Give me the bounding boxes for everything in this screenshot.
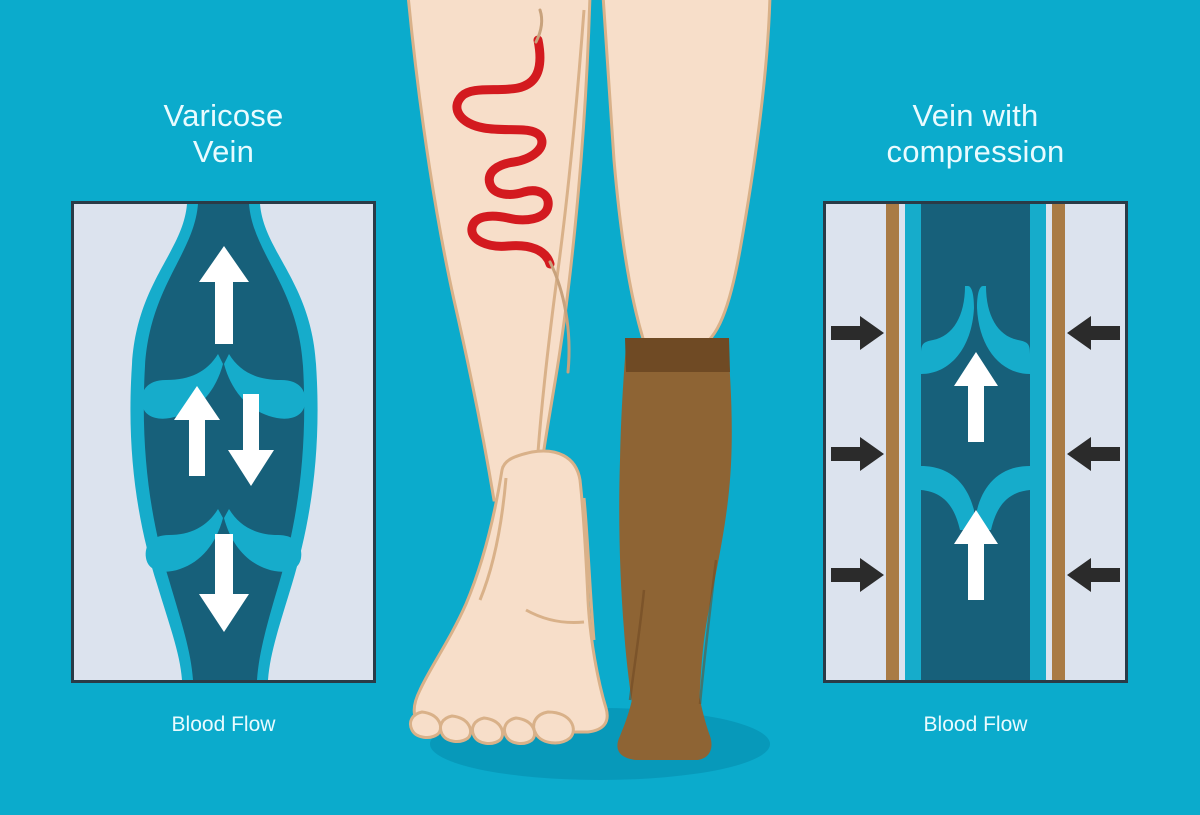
stocking-top-band bbox=[625, 338, 730, 372]
stocking-contour-line bbox=[628, 589, 646, 701]
valve-cusp-upper-right bbox=[977, 286, 1030, 374]
stocking-contour-line-outer bbox=[698, 559, 718, 705]
left-instep-contour bbox=[525, 608, 585, 624]
compression-arrow-row-3-right bbox=[1067, 558, 1120, 592]
legs-illustration bbox=[406, 0, 772, 780]
compression-arrow-row-1-right bbox=[1067, 316, 1120, 350]
stocking-band-right bbox=[1052, 204, 1065, 680]
varicose-vein-diagram-panel bbox=[71, 201, 376, 683]
compression-arrow-row-2-right bbox=[1067, 437, 1120, 471]
compression-stocking bbox=[619, 345, 732, 716]
compression-arrow-row-3-left bbox=[831, 558, 884, 592]
compression-vein-diagram-panel bbox=[823, 201, 1128, 683]
toe-big bbox=[532, 710, 575, 745]
toe-2 bbox=[438, 714, 473, 743]
flow-arrow-top-up bbox=[199, 246, 249, 344]
right-panel-caption: Blood Flow bbox=[923, 713, 1028, 736]
toe-3 bbox=[470, 716, 505, 745]
valve-cusp-lower-right bbox=[977, 466, 1030, 530]
valve-cusp-lower-left bbox=[145, 509, 223, 572]
valve-cusp-upper-right bbox=[224, 354, 306, 419]
compression-vein-illustration bbox=[831, 204, 1120, 680]
left-foot bbox=[412, 449, 609, 734]
toe-4 bbox=[502, 716, 537, 745]
varicose-vein-tail-bottom bbox=[548, 260, 571, 374]
stocking-foot bbox=[617, 690, 712, 760]
varicose-vein-tail-top bbox=[534, 8, 544, 44]
flow-arrow-bottom-down bbox=[199, 534, 249, 632]
flow-arrow-upper-up bbox=[954, 352, 998, 442]
valve-cusp-lower-left bbox=[921, 466, 974, 530]
right-panel-title: Vein with compression bbox=[886, 98, 1065, 169]
valve-cusp-upper-left bbox=[141, 354, 223, 419]
valve-cusp-upper-left bbox=[921, 286, 974, 374]
compression-arrow-row-1-left bbox=[831, 316, 884, 350]
left-ankle-contour bbox=[478, 477, 508, 601]
toe-1 bbox=[408, 710, 443, 739]
varicose-vein-illustration bbox=[130, 204, 318, 680]
flow-arrow-mid-down bbox=[228, 394, 274, 486]
right-leg-thigh-skin bbox=[601, 0, 772, 350]
compression-arrow-row-2-left bbox=[831, 437, 884, 471]
varicose-vein-path bbox=[452, 35, 555, 269]
flow-arrow-lower-up bbox=[954, 510, 998, 600]
stocking-band-left bbox=[886, 204, 899, 680]
left-panel-caption: Blood Flow bbox=[171, 713, 276, 736]
left-heel-contour bbox=[582, 497, 596, 641]
valve-cusp-lower-right bbox=[224, 509, 302, 572]
legs-figure bbox=[398, 0, 802, 815]
left-panel-title: Varicose Vein bbox=[163, 98, 284, 169]
left-calf-contour bbox=[536, 9, 586, 453]
flow-arrow-mid-up bbox=[174, 386, 220, 476]
